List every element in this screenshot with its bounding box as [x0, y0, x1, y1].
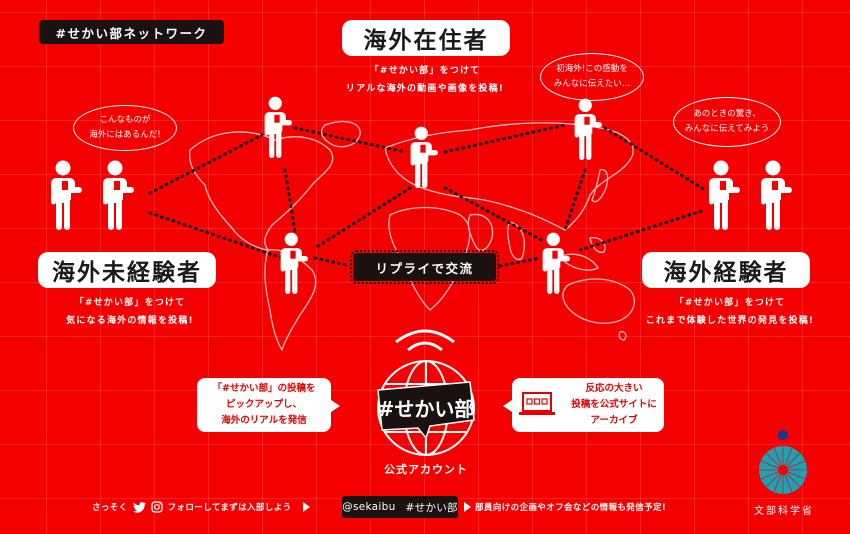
speech-line1: あのときの驚き、: [693, 109, 761, 119]
person-icon: [48, 160, 82, 232]
card-line2: ピックアップし、: [225, 399, 302, 410]
residents-description: 「#せかい部」をつけて リアルな海外の動画や画像を投稿!: [300, 62, 550, 98]
speech-line2: 海外にはあるんだ!: [89, 130, 161, 140]
first-timer-speech-bubble: 初海外!この感動を みんなに伝えたい…: [540, 53, 644, 101]
inexperienced-desc-line1: 「#せかい部」をつけて: [74, 298, 186, 308]
laptop-icon: [519, 392, 555, 415]
ministry-label: 文部科学省: [754, 506, 814, 517]
residents-desc-line1: 「#せかい部」をつけて: [369, 66, 481, 76]
reply-exchange-badge: リプライで交流: [350, 250, 499, 284]
card-line1: 「#せかい部」の投稿を: [212, 383, 316, 394]
inexperienced-desc-line2: 気になる海外の情報を投稿!: [66, 316, 194, 326]
footer-note: 部員向けの企画やオフ会などの情報も発信予定!: [464, 499, 666, 515]
instagram-icon[interactable]: [150, 501, 163, 513]
person-icon: [540, 232, 570, 296]
logo-text: #せかい部: [378, 397, 475, 421]
person-icon: [758, 160, 792, 232]
account-handle[interactable]: @sekaibu: [342, 501, 396, 513]
twitter-icon[interactable]: [132, 501, 146, 513]
speech-line2: みんなに伝えたい…: [553, 79, 631, 89]
card-line3: アーカイブ: [590, 415, 638, 426]
play-arrow-icon: [464, 502, 471, 512]
experienced-description: 「#せかい部」をつけて これまで体験した世界の発見を投稿!: [630, 294, 830, 330]
pickup-info-card: 「#せかい部」の投稿を ピックアップし、 海外のリアルを発信: [197, 378, 331, 432]
speech-line1: 初海外!この感動を: [556, 64, 628, 74]
card-line3: 海外のリアルを発信: [221, 415, 307, 426]
footer-follow: さっそく フォローしてまずは入部しよう: [92, 499, 310, 515]
inexperienced-title: 海外未経験者: [38, 252, 216, 288]
play-arrow-icon: [302, 502, 310, 512]
experienced-title: 海外経験者: [642, 252, 810, 288]
sekaibu-globe-logo: #せかい部: [377, 360, 475, 456]
experienced-speech-bubble: あのときの驚き、 みんなに伝えてみよう: [673, 97, 781, 147]
network-connections: [148, 123, 707, 268]
person-icon: [278, 232, 308, 296]
footer-prefix: さっそく: [92, 503, 128, 513]
official-account-label: 公式アカウント: [384, 463, 468, 476]
person-icon: [100, 160, 134, 232]
experienced-desc-line2: これまで体験した世界の発見を投稿!: [645, 316, 815, 326]
inexperienced-description: 「#せかい部」をつけて 気になる海外の情報を投稿!: [40, 294, 220, 330]
person-icon: [262, 96, 292, 160]
footer-note-text: 部員向けの企画やオフ会などの情報も発信予定!: [475, 503, 667, 513]
speech-line2: みんなに伝えてみよう: [684, 124, 770, 134]
card-pointer: [503, 400, 512, 412]
account-handle-box[interactable]: @sekaibu #せかい部: [342, 496, 458, 518]
signal-icon: [395, 329, 455, 352]
network-tag: #せかい部ネットワーク: [39, 20, 224, 44]
residents-desc-line2: リアルな海外の動画や画像を投稿!: [345, 84, 505, 94]
account-hashtag[interactable]: #せかい部: [405, 501, 458, 514]
experienced-desc-line1: 「#せかい部」をつけて: [674, 298, 786, 308]
inexperienced-speech-bubble: こんなものが 海外にはあるんだ!: [73, 105, 177, 151]
world-map-outline: [189, 121, 635, 352]
residents-title: 海外在住者: [342, 20, 510, 56]
speech-line1: こんなものが: [99, 115, 151, 125]
footer-follow-text: フォローしてまずは入部しよう: [167, 503, 292, 513]
card-line2: 投稿を公式サイトに: [571, 399, 657, 410]
person-icon: [706, 160, 740, 232]
card-pointer: [331, 400, 340, 412]
person-icon: [408, 126, 438, 190]
archive-info-card: 反応の大きい 投稿を公式サイトに アーカイブ: [512, 378, 664, 432]
card-line1: 反応の大きい: [585, 383, 643, 394]
person-icon: [572, 98, 602, 162]
ministry-emblem: [759, 430, 807, 494]
